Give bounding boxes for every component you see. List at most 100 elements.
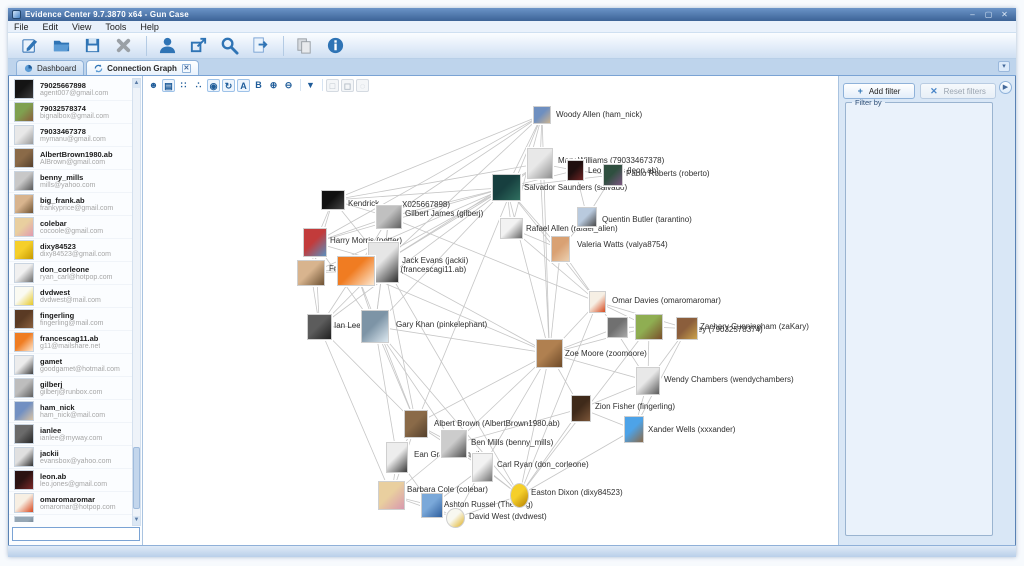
- node-avatar-frank[interactable]: [297, 260, 325, 286]
- tab-connection-graph[interactable]: Connection Graph ✕: [86, 60, 199, 75]
- node-avatar-zakary[interactable]: [676, 317, 698, 340]
- add-filter-button[interactable]: + Add filter: [843, 83, 915, 99]
- node-avatar-ashton[interactable]: [421, 493, 443, 518]
- node-avatar-pablo[interactable]: [603, 164, 623, 186]
- search-button[interactable]: [215, 34, 243, 57]
- node-avatar-woody[interactable]: [533, 106, 551, 124]
- circle-layout-icon[interactable]: ◉: [207, 78, 220, 92]
- node-avatar-francesca[interactable]: [337, 256, 375, 286]
- node-avatar-ean[interactable]: [386, 442, 408, 473]
- node-avatar-kendrick[interactable]: [321, 190, 345, 210]
- force-layout-icon[interactable]: ↻: [222, 78, 235, 92]
- zoom-in-icon[interactable]: ⊕: [269, 79, 278, 90]
- contact-email: evansbox@yahoo.com: [40, 458, 112, 465]
- tab-overflow-button[interactable]: ▾: [998, 61, 1010, 72]
- collapse-panel-icon[interactable]: ▶: [999, 81, 1012, 94]
- minimize-button[interactable]: –: [970, 10, 975, 19]
- node-avatar-quentin[interactable]: [577, 207, 597, 227]
- contact-name: 79032578374: [40, 104, 86, 113]
- open-case-button[interactable]: [47, 34, 75, 57]
- node-avatar-xander[interactable]: [624, 416, 644, 443]
- export-button[interactable]: [184, 34, 212, 57]
- node-avatar-rafael[interactable]: [500, 218, 523, 239]
- copy-button[interactable]: [290, 34, 318, 57]
- close-button[interactable]: ✕: [1001, 10, 1008, 19]
- contact-avatar: [14, 79, 34, 99]
- zoom-out-icon[interactable]: ⊖: [284, 79, 293, 90]
- tab-dashboard[interactable]: Dashboard: [16, 60, 85, 75]
- menu-tools[interactable]: Tools: [105, 21, 127, 32]
- labels-a-icon[interactable]: A: [237, 78, 250, 92]
- node-avatar-carl[interactable]: [472, 453, 493, 482]
- node-avatar-cow2[interactable]: [635, 314, 663, 340]
- menu-edit[interactable]: Edit: [42, 21, 59, 32]
- contact-row[interactable]: pinkelephant: [9, 515, 133, 522]
- filter-icon[interactable]: ▼: [306, 79, 315, 90]
- grid-layout-icon[interactable]: ∷: [180, 79, 187, 90]
- node-avatar-wendy[interactable]: [636, 367, 660, 395]
- node-avatar-gary[interactable]: [361, 310, 389, 343]
- hierarchy-layout-icon[interactable]: ∴: [195, 79, 202, 90]
- close-case-button[interactable]: [109, 34, 137, 57]
- tab-close-icon[interactable]: ✕: [181, 63, 191, 73]
- new-report-button[interactable]: [16, 34, 44, 57]
- labels-b-icon[interactable]: B: [255, 79, 262, 90]
- profiles-button[interactable]: [153, 34, 181, 57]
- export-report-button[interactable]: [246, 34, 274, 57]
- node-avatar-salvador[interactable]: [492, 174, 521, 201]
- menu-file[interactable]: File: [14, 21, 29, 32]
- contact-card-icon[interactable]: ▤: [162, 78, 175, 92]
- scrollbar-thumb[interactable]: [133, 447, 140, 509]
- info-button[interactable]: [321, 34, 349, 57]
- menu-help[interactable]: Help: [140, 21, 159, 32]
- contact-avatar: [14, 401, 34, 421]
- node-avatar-mary[interactable]: [527, 148, 553, 179]
- scroll-down-icon[interactable]: ▼: [133, 516, 140, 525]
- node-avatar-valeria[interactable]: [551, 236, 570, 262]
- node-avatar-easton[interactable]: [510, 483, 529, 508]
- node-avatar-zion[interactable]: [571, 395, 591, 422]
- node-avatar-albert[interactable]: [404, 410, 428, 438]
- save-case-button[interactable]: [78, 34, 106, 57]
- contact-avatar: [14, 332, 34, 352]
- node-avatar-ben[interactable]: [441, 430, 467, 458]
- node-avatar-david[interactable]: [446, 508, 465, 528]
- node-avatar-cow1[interactable]: [607, 317, 628, 338]
- contacts-icon[interactable]: ☻: [148, 79, 159, 90]
- sidebar-scrollbar[interactable]: ▲ ▼: [132, 78, 141, 526]
- node-avatar-harry[interactable]: [303, 228, 327, 257]
- node-avatar-omar[interactable]: [589, 291, 606, 313]
- scroll-up-icon[interactable]: ▲: [133, 79, 140, 88]
- node-avatar-barbara[interactable]: [378, 481, 405, 510]
- node-avatar-leo[interactable]: [567, 160, 584, 181]
- maximize-button[interactable]: ▢: [984, 10, 993, 19]
- node-avatar-ian[interactable]: [307, 314, 332, 340]
- node-avatar-gilbert[interactable]: [376, 205, 402, 229]
- reset-filters-button[interactable]: ✕ Reset filters: [920, 83, 996, 99]
- menu-view[interactable]: View: [72, 21, 92, 32]
- contact-text: pinkelephant: [40, 522, 86, 523]
- node-avatar-zoe[interactable]: [536, 339, 563, 368]
- contact-search-input[interactable]: [12, 527, 140, 541]
